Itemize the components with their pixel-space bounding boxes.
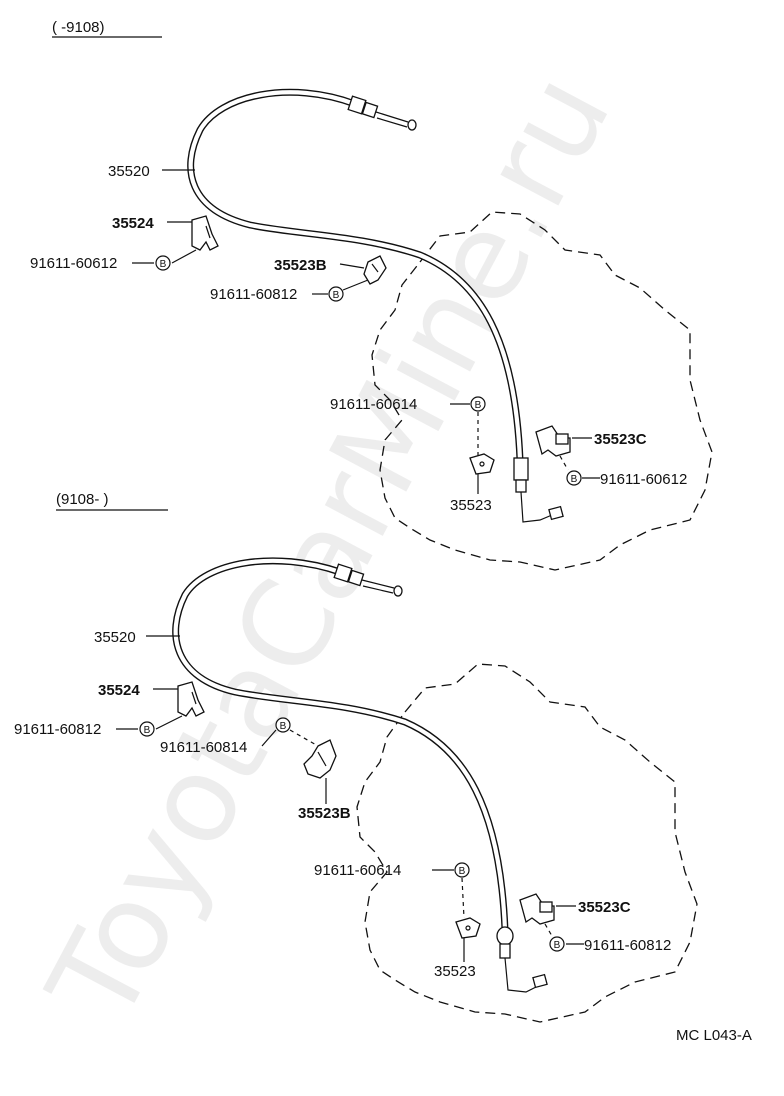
label-bracket-b: 35523B (274, 257, 327, 274)
label-cable: 35520 (94, 629, 136, 646)
label-bolt-plate: 91611-60614 (330, 396, 417, 413)
label-bolt-clamp: 91611-60812 (14, 721, 101, 738)
bracket-35523c-1 (535, 425, 571, 457)
cable-end-lower-2 (496, 926, 548, 993)
transmission-outline-1 (371, 211, 713, 571)
bolt-symbol (328, 286, 344, 302)
label-bolt-b: 91611-60814 (160, 739, 247, 756)
clamp-35524-2 (177, 681, 205, 717)
svg-text:B: B (571, 474, 578, 485)
label-clamp: 35524 (112, 215, 154, 232)
cable-end-lower-1 (513, 457, 564, 523)
bracket-35523c-2 (519, 893, 555, 925)
plate-35523-2 (455, 917, 481, 939)
bolt-symbol (470, 396, 486, 412)
label-plate: 35523 (434, 963, 476, 980)
bolt-symbol (155, 255, 171, 271)
label-bracket-b: 35523B (298, 805, 351, 822)
bolt-symbol (566, 470, 582, 486)
label-clamp: 35524 (98, 682, 140, 699)
svg-text:B: B (144, 725, 151, 736)
bolt-symbol (275, 717, 291, 733)
label-bracket-c: 35523C (594, 431, 647, 448)
bracket-35523b-1 (363, 255, 387, 285)
label-bolt-plate: 91611-60614 (314, 862, 401, 879)
label-plate: 35523 (450, 497, 492, 514)
section-2-header: (9108- ) (56, 491, 109, 508)
cable-end-upper-2 (333, 563, 403, 597)
bolt-symbol (139, 721, 155, 737)
clamp-35524-1 (191, 215, 219, 251)
cable-end-upper-1 (347, 95, 417, 131)
svg-text:B: B (280, 721, 287, 732)
label-bolt-clamp: 91611-60612 (30, 255, 117, 272)
section-1: ( -9108) (30, 19, 713, 571)
transmission-outline-2 (356, 663, 698, 1023)
drawing-code: MC L043-A (676, 1027, 752, 1044)
section-1-header: ( -9108) (52, 19, 105, 36)
label-bracket-c: 35523C (578, 899, 631, 916)
svg-text:B: B (160, 259, 167, 270)
label-bolt-c: 91611-60612 (600, 471, 687, 488)
plate-35523-1 (469, 453, 495, 475)
section-2: (9108- ) (14, 491, 698, 1023)
svg-text:B: B (475, 400, 482, 411)
label-bolt-c: 91611-60812 (584, 937, 671, 954)
bolt-symbol (454, 862, 470, 878)
bolt-symbol (549, 936, 565, 952)
svg-text:B: B (459, 866, 466, 877)
svg-text:B: B (333, 290, 340, 301)
svg-text:B: B (554, 940, 561, 951)
watermark: ToyotaCarMine.ru (22, 53, 637, 1045)
label-bolt-b: 91611-60812 (210, 286, 297, 303)
bracket-35523b-2 (303, 739, 337, 779)
label-cable: 35520 (108, 163, 150, 180)
